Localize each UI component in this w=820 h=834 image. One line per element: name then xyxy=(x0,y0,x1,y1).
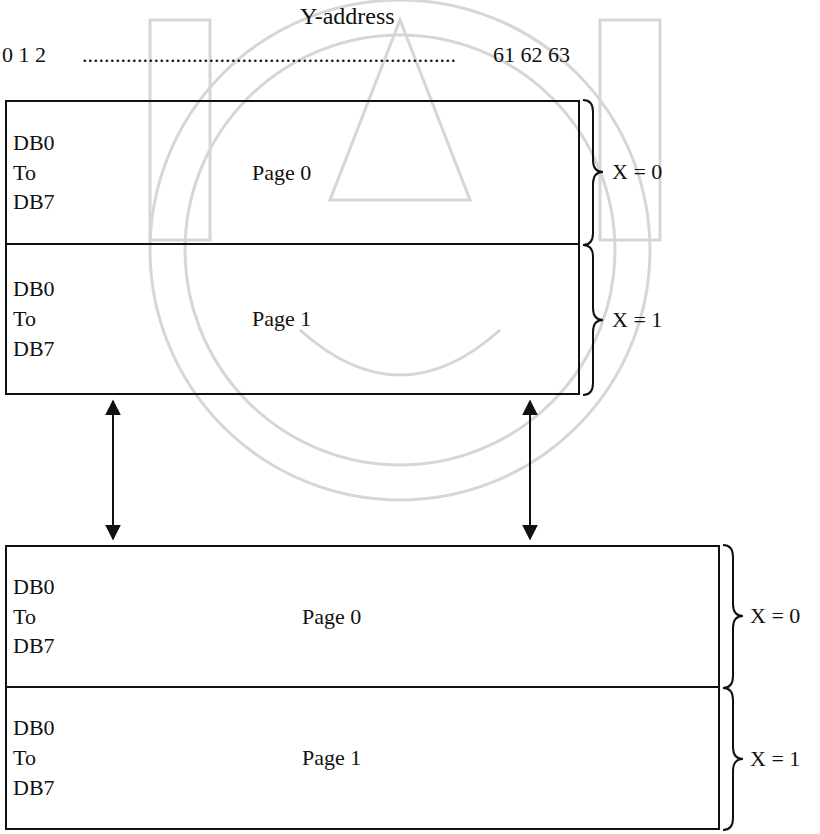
page-band: DB0 To DB7 Page 1 xyxy=(5,245,580,395)
page-address: X = 0 xyxy=(750,603,800,629)
data-bit-range: DB0 To DB7 xyxy=(13,128,55,217)
data-bit-range: DB0 To DB7 xyxy=(13,713,55,802)
page-name: Page 0 xyxy=(252,158,311,188)
data-bit-range: DB0 To DB7 xyxy=(13,274,55,363)
page-address: X = 1 xyxy=(612,307,662,333)
data-bit-range: DB0 To DB7 xyxy=(13,572,55,661)
double-arrow xyxy=(529,401,531,539)
axis-title: Y-address xyxy=(300,2,395,31)
page-band: DB0 To DB7 Page 0 xyxy=(5,100,580,245)
double-arrow xyxy=(112,401,114,539)
watermark-seal xyxy=(150,0,660,500)
address-scale: ........................................… xyxy=(82,42,456,68)
page-address: X = 0 xyxy=(612,159,662,185)
page-name: Page 1 xyxy=(252,304,311,334)
page-address: X = 1 xyxy=(750,746,800,772)
page-name: Page 0 xyxy=(302,602,361,632)
page-band: DB0 To DB7 Page 0 xyxy=(5,545,720,688)
address-scale: 61 62 63 xyxy=(493,42,570,68)
page-name: Page 1 xyxy=(302,743,361,773)
page-band: DB0 To DB7 Page 1 xyxy=(5,688,720,830)
address-scale: 0 1 2 xyxy=(2,42,46,68)
